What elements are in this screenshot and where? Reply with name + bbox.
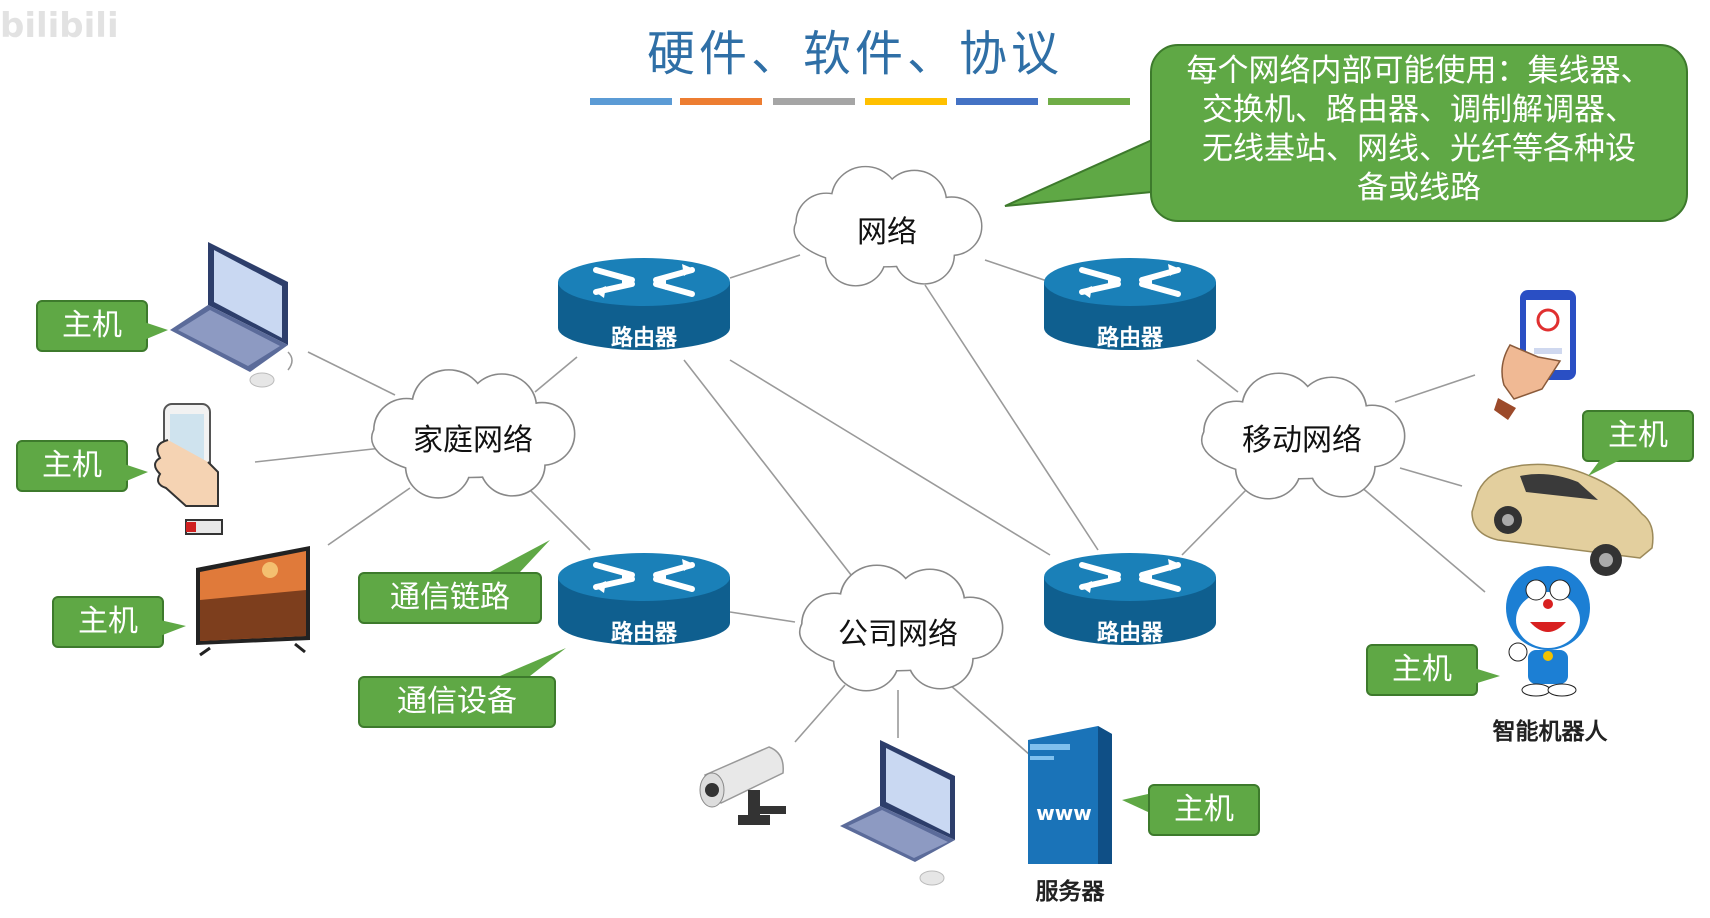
title-bar-3 [773,98,855,105]
server-icon [1028,726,1112,864]
title-bar-1 [590,98,672,105]
cloud-home-label: 家庭网络 [413,423,533,458]
router-top-right-label: 路由器 [1097,325,1164,351]
title-bar-6 [1048,98,1130,105]
car-icon [1471,463,1654,576]
security-camera-icon [699,746,786,825]
router-bottom-left-label: 路由器 [611,620,678,646]
tv-icon [196,546,310,657]
title-bar-2 [680,98,762,105]
host-label-phone: 主机 [16,440,128,492]
host-label-robot: 主机 [1366,644,1478,696]
title-bar-4 [865,98,947,105]
callout-line-4: 备或线路 [1357,170,1481,206]
phone-call-icon [1494,290,1576,420]
laptop-bottom-icon [840,740,955,886]
cloud-internet-label: 网络 [857,215,917,250]
comm-device-label: 通信设备 [358,676,556,728]
robot-icon [1506,566,1590,697]
watermark: bilibili [0,6,119,46]
host-label-tv: 主机 [52,596,164,648]
callout-line-1: 每个网络内部可能使用：集线器、 [1186,53,1652,89]
host-label-laptop: 主机 [36,300,148,352]
connection-lines [254,254,1486,756]
router-bottom-right-label: 路由器 [1097,620,1164,646]
host-label-car: 主机 [1582,410,1694,462]
laptop-icon [170,242,293,388]
page-title: 硬件、软件、协议 [646,26,1063,82]
comm-link-label: 通信链路 [358,572,542,624]
host-label-server: 主机 [1148,784,1260,836]
router-top-left-label: 路由器 [611,325,678,351]
title-bar-5 [956,98,1038,105]
callout-line-2: 交换机、路由器、调制解调器、 [1202,92,1636,128]
cloud-mobile-label: 移动网络 [1242,423,1362,458]
server-www-label: www [1036,801,1091,825]
server-caption: 服务器 [1035,879,1105,905]
robot-caption: 智能机器人 [1492,719,1608,745]
smartphone-icon [154,403,223,535]
callout-bubble: 每个网络内部可能使用：集线器、 交换机、路由器、调制解调器、 无线基站、网线、光… [1150,44,1688,222]
callout-line-3: 无线基站、网线、光纤等各种设 [1202,131,1636,167]
cloud-company-label: 公司网络 [838,617,958,652]
